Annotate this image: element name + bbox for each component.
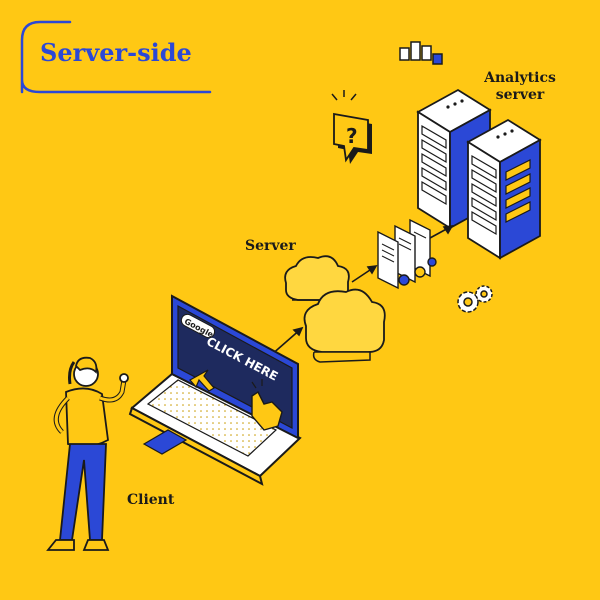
laptop: [128, 294, 302, 486]
question-bubble-icon: [331, 90, 372, 164]
cursor-arrow-icon: [189, 369, 215, 392]
label-analytics-server: Analytics server: [484, 70, 556, 103]
client-person: [46, 356, 129, 551]
cloud-icon: [303, 288, 386, 363]
title-frame: [20, 20, 212, 94]
analytics-server-rack-2: [466, 118, 542, 260]
bar-chart-icon: [399, 41, 443, 65]
documents-icon: [377, 218, 437, 290]
label-client: Client: [127, 492, 175, 508]
search-logo-pill: [180, 313, 216, 339]
label-server: Server: [245, 238, 296, 254]
pointing-hand-icon: [251, 379, 283, 431]
question-mark: ?: [346, 124, 358, 148]
page-title: Server-side: [40, 38, 192, 67]
gears-icon: [457, 285, 493, 313]
